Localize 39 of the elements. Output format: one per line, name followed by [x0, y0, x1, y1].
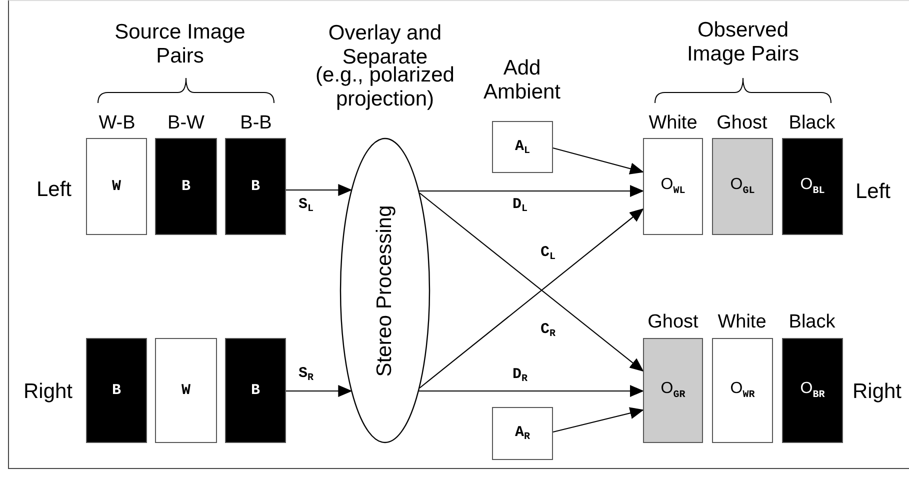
ambient-box: A$_{R}$ — [492, 407, 553, 460]
column-label: B-B — [239, 112, 273, 134]
observed-image-box: O$_{GR}$ — [643, 338, 703, 443]
observed-image-box: O$_{BL}$ — [782, 138, 843, 235]
source-image-box: W — [86, 138, 147, 235]
section-heading: Observed Image Pairs — [686, 18, 800, 66]
source-image-box: B — [225, 138, 286, 235]
observed-image-box: O$_{WL}$ — [643, 138, 703, 235]
column-label: W-B — [98, 112, 136, 134]
arrow — [552, 147, 644, 174]
column-label: White — [648, 112, 698, 134]
arrow — [286, 385, 352, 397]
arrow — [419, 185, 644, 197]
column-label: Ghost — [646, 311, 700, 333]
arrow — [418, 385, 644, 397]
column-label: Black — [788, 112, 836, 134]
section-heading: Add Ambient — [482, 56, 562, 104]
arrow — [419, 192, 644, 372]
row-label: Right — [22, 380, 74, 404]
section-heading: Source Image Pairs — [114, 20, 246, 68]
observed-image-box: O$_{GL}$ — [712, 138, 773, 235]
column-label: B-W — [166, 112, 206, 134]
source-image-box: B — [155, 138, 217, 235]
column-label: Ghost — [716, 112, 768, 134]
ambient-box: A$_{L}$ — [492, 121, 553, 173]
column-label: White — [716, 311, 768, 333]
process-label: Stereo Processing — [373, 204, 397, 376]
source-image-box: W — [155, 338, 217, 443]
source-image-box: B — [225, 338, 286, 443]
row-label: Left — [35, 178, 73, 202]
arrow — [286, 184, 352, 196]
row-label: Left — [854, 180, 892, 204]
row-label: Right — [851, 380, 903, 404]
arrow — [419, 208, 644, 388]
observed-image-box: O$_{BR}$ — [782, 338, 843, 443]
observed-image-box: O$_{WR}$ — [712, 338, 773, 443]
arrow — [552, 407, 644, 433]
source-image-box: B — [86, 338, 147, 443]
column-label: Black — [788, 311, 836, 333]
